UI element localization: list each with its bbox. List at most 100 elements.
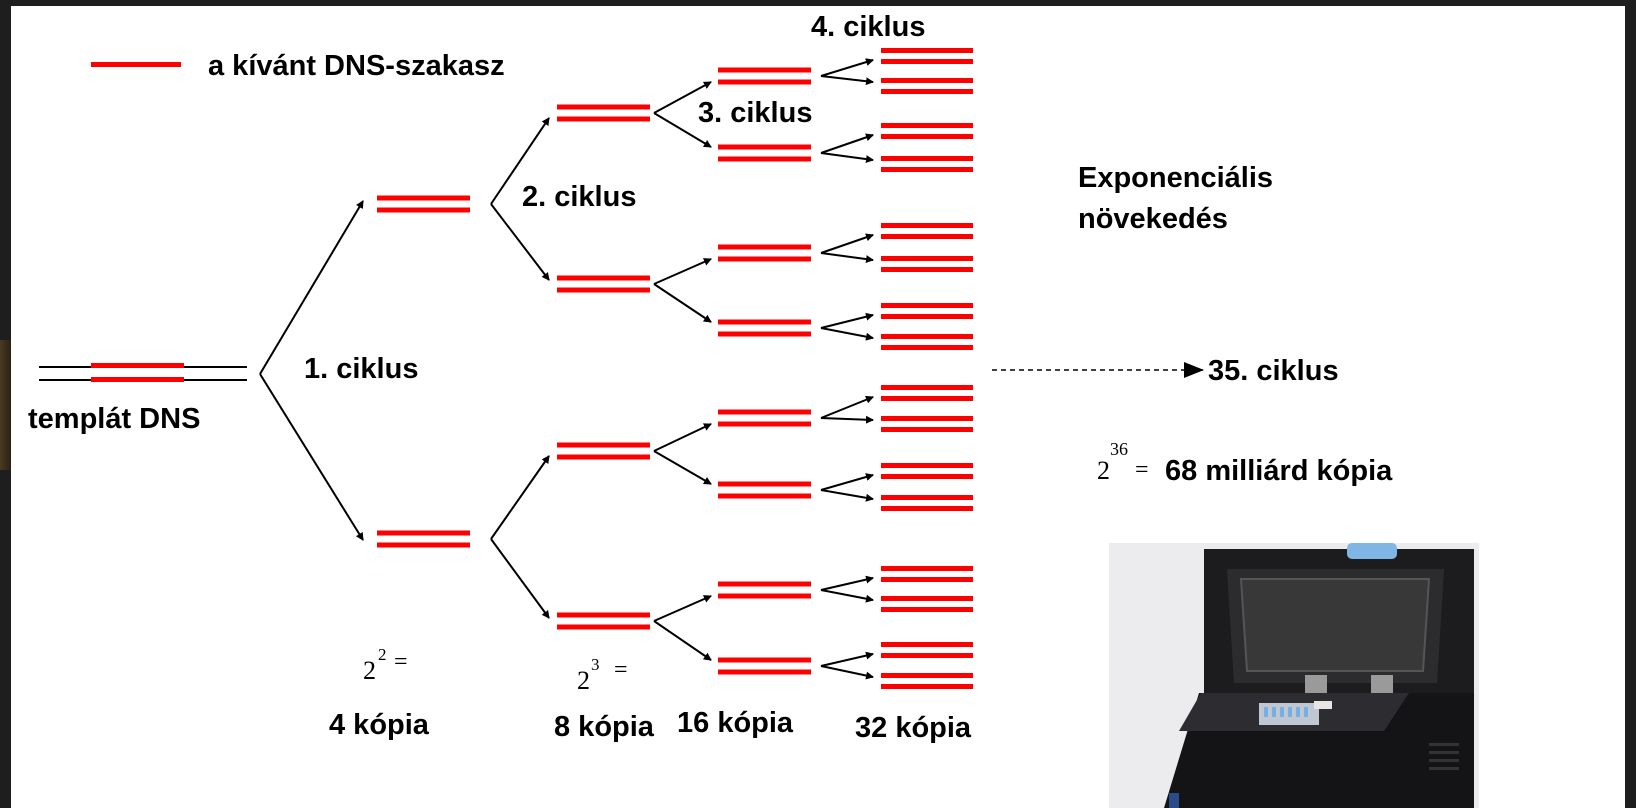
power-2-2-base: 2	[363, 656, 376, 685]
dna-pair-gen4-15-bottom	[881, 684, 973, 689]
dna-pair-gen4-4-top	[881, 223, 973, 228]
dna-pair-gen1-1-top	[377, 530, 470, 536]
dna-pair-gen2-1-top	[557, 275, 650, 281]
dna-pair-gen2-2-bottom	[557, 454, 650, 460]
fork-cycle-3-0-arrow-up	[653, 81, 712, 114]
final-power-base: 2	[1097, 456, 1110, 485]
copies-8-label: 8 kópia	[554, 711, 655, 743]
fork-cycle-3-2-arrow-down	[653, 450, 712, 485]
dna-pair-gen4-11-bottom	[881, 506, 973, 511]
dna-pair-gen1-0-top	[377, 195, 470, 201]
dna-pair-gen3-0-top	[718, 67, 811, 73]
dna-pair-gen3-2-top	[718, 244, 811, 250]
fork-cycle-2-b-arrow-up	[490, 455, 550, 540]
dna-pair-gen3-1-top	[718, 144, 811, 150]
dna-pair-gen4-8-bottom	[881, 396, 973, 401]
fork-cycle-4-5-arrow-down	[820, 489, 874, 502]
power-2-3-equals: =	[614, 657, 628, 683]
dna-pair-gen4-7-top	[881, 334, 973, 339]
background-frame-edge	[0, 340, 11, 470]
fork-cycle-2-a-arrow-up	[490, 117, 550, 205]
copies-16-label: 16 kópia	[677, 707, 794, 739]
dna-pair-gen2-2-top	[557, 442, 650, 448]
dna-pair-gen4-1-top	[881, 78, 973, 83]
fork-cycle-4-5-arrow-up	[820, 473, 874, 491]
dna-pair-gen3-6-bottom	[718, 593, 811, 599]
dna-pair-gen4-5-top	[881, 256, 973, 261]
dna-pair-gen4-4-bottom	[881, 234, 973, 239]
fork-cycle-4-2-arrow-up	[820, 233, 874, 254]
fork-cycle-4-7-arrow-up	[820, 651, 874, 667]
fork-cycle-2-b-arrow-down	[490, 538, 550, 619]
thermocycler-illustration	[1109, 543, 1479, 808]
final-copies-label: 68 milliárd kópia	[1165, 455, 1393, 487]
pcr-diagram: a kívánt DNS-szakasz templát DNS 1. cikl…	[28, 11, 1393, 744]
dna-pair-gen3-3-top	[718, 319, 811, 325]
dna-pair-gen4-10-top	[881, 463, 973, 468]
legend: a kívánt DNS-szakasz	[91, 50, 505, 82]
dna-pair-gen1-0-bottom	[377, 207, 470, 213]
fork-cycle-4-4-arrow-up	[820, 395, 874, 419]
fork-cycle-4-6-arrow-up	[820, 575, 874, 591]
power-2-2-equals: =	[394, 649, 408, 675]
thermocycler-photo	[1109, 543, 1479, 808]
dna-pair-gen3-7-bottom	[718, 669, 811, 675]
dna-pair-gen4-14-top	[881, 642, 973, 647]
fork-cycle-3-1-arrow-down	[653, 283, 712, 323]
dna-pair-gen4-0-top	[881, 48, 973, 53]
dna-pair-gen2-0-bottom	[557, 116, 650, 122]
cycle-35-label: 35. ciklus	[1208, 355, 1339, 387]
dna-pair-gen2-1-bottom	[557, 287, 650, 293]
fork-cycle-4-6-arrow-down	[820, 589, 874, 603]
power-2-3-exp: 3	[591, 655, 600, 674]
dna-pair-gen4-14-bottom	[881, 653, 973, 658]
template-dna: templát DNS	[28, 363, 247, 435]
dna-pair-gen3-1-bottom	[718, 156, 811, 162]
dna-pair-gen4-13-top	[881, 596, 973, 601]
dna-pair-gen4-8-top	[881, 385, 973, 390]
dna-pair-gen3-5-top	[718, 481, 811, 487]
dna-pair-gen3-3-bottom	[718, 331, 811, 337]
dna-pair-gen4-13-bottom	[881, 607, 973, 612]
dna-pair-gen4-1-bottom	[881, 89, 973, 94]
dna-pair-gen4-15-top	[881, 673, 973, 678]
fork-cycle-3-3-arrow-down	[653, 620, 712, 661]
dna-pair-gen4-12-bottom	[881, 577, 973, 582]
fork-cycle-4-3-arrow-up	[820, 312, 874, 329]
dna-pair-gen4-10-bottom	[881, 474, 973, 479]
dna-pair-gen2-3-bottom	[557, 624, 650, 630]
fork-cycle-4-1-arrow-up	[820, 133, 874, 154]
legend-red-bar	[91, 62, 181, 67]
fork-cycle-4-3-arrow-down	[820, 327, 874, 341]
dna-pair-gen2-0-top	[557, 104, 650, 110]
dna-pair-gen3-4-bottom	[718, 421, 811, 427]
dna-pair-gen4-6-top	[881, 303, 973, 308]
fork-cycle-2-a-arrow-down	[490, 203, 550, 281]
fork-cycle-4-4-arrow-down	[820, 415, 874, 424]
dna-pair-gen4-12-top	[881, 566, 973, 571]
dna-pair-gen3-7-top	[718, 657, 811, 663]
fork-cycle-1-arrow-up	[259, 200, 364, 375]
fork-cycle-4-0-arrow-down	[820, 75, 874, 86]
final-equals: =	[1135, 457, 1149, 483]
dna-pair-gen4-9-top	[881, 416, 973, 421]
legend-label: a kívánt DNS-szakasz	[208, 50, 505, 82]
final-power-exp: 36	[1110, 439, 1128, 459]
dna-pair-gen3-0-bottom	[718, 79, 811, 85]
fork-cycle-4-1-arrow-down	[820, 152, 874, 164]
cycle-3-label: 3. ciklus	[698, 97, 812, 129]
dna-pair-gen3-2-bottom	[718, 256, 811, 262]
power-2-2-exp: 2	[378, 645, 387, 664]
dna-pair-gen3-4-top	[718, 409, 811, 415]
dna-pair-gen4-3-top	[881, 156, 973, 161]
pcr-tree	[259, 48, 973, 689]
dna-pair-gen4-5-bottom	[881, 267, 973, 272]
fork-cycle-1-arrow-down	[259, 373, 364, 541]
fork-cycle-4-7-arrow-down	[820, 665, 874, 680]
dna-pair-gen4-7-bottom	[881, 345, 973, 350]
fork-cycle-3-2-arrow-up	[653, 423, 712, 452]
copies-32-label: 32 kópia	[855, 712, 972, 744]
power-2-3-base: 2	[577, 666, 590, 695]
dna-pair-gen4-9-bottom	[881, 427, 973, 432]
cycle-2-label: 2. ciklus	[522, 181, 636, 213]
